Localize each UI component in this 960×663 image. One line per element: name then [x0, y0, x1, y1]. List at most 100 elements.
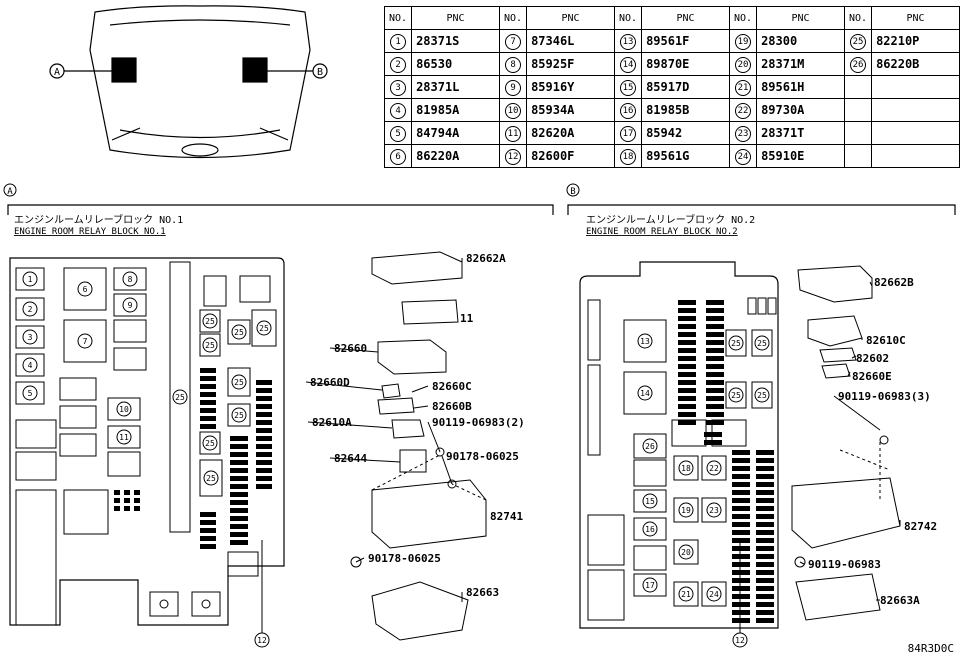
fuse-bar [756, 498, 774, 503]
pnc-number-badge: 3 [390, 79, 407, 96]
section-b-title-jp: エンジンルームリレーブロック NO.2 [586, 213, 755, 226]
relay-slot [623, 371, 667, 415]
callout-circle [642, 493, 658, 509]
pnc-no-cell: 16 [613, 98, 643, 122]
part-illustration [371, 479, 487, 549]
leader-line [851, 355, 857, 359]
pnc-code-cell [871, 121, 960, 145]
fuse-bar [230, 444, 248, 449]
fuse-bar [678, 348, 696, 353]
pnc-code-cell [871, 98, 960, 122]
relay-slot [169, 261, 191, 533]
fuse-bar [256, 420, 272, 425]
fuse-bar [706, 396, 724, 401]
fuse-bar [200, 376, 216, 381]
part-number-label: 82662B [874, 276, 914, 289]
pnc-no-cell: 13 [613, 29, 643, 53]
fuse-bar [200, 528, 216, 533]
fuse-bar [756, 538, 774, 543]
callout-number: 25 [259, 324, 269, 333]
fuse-bar [732, 618, 750, 623]
part-illustration [399, 449, 427, 473]
callout-circle [22, 329, 38, 345]
fuse-bar [732, 538, 750, 543]
fuse-bar [756, 578, 774, 583]
fuse-bar [200, 416, 216, 421]
header-no: NO. [383, 6, 413, 30]
car-marker-b: B [317, 67, 323, 78]
fuse-bar [756, 466, 774, 471]
fuse-bar [256, 428, 272, 433]
callout-number: 6 [83, 285, 88, 294]
fuse-bar [756, 594, 774, 599]
callout-circle [202, 337, 218, 353]
fuse-bar [732, 554, 750, 559]
part-illustration [391, 419, 425, 439]
callout-circle [22, 271, 38, 287]
relay-slot [63, 267, 107, 311]
part-number-label: 82663A [880, 594, 920, 607]
relay-slot [751, 381, 773, 409]
callout-number: 25 [175, 393, 185, 402]
part-number-label: 82662A [466, 252, 506, 265]
fuse-bar [678, 324, 696, 329]
callout-number: 4 [28, 361, 33, 370]
fuse-bar [678, 396, 696, 401]
fuse-bar [230, 516, 248, 521]
callout-number: 8 [128, 275, 133, 284]
relay-slot [63, 319, 107, 363]
leader-line [847, 371, 851, 377]
callout-circle [172, 389, 188, 405]
fuse-bar [134, 506, 140, 511]
pnc-code-cell: 28300 [756, 29, 845, 53]
fuse-bar [732, 474, 750, 479]
callout-circle [728, 335, 744, 351]
relay-slot [633, 573, 667, 597]
callout-number: 11 [119, 433, 129, 442]
relay-slot [633, 489, 667, 513]
relay-slot [701, 455, 727, 481]
fuse-bar [706, 308, 724, 313]
fuse-bar [704, 432, 722, 437]
relay-slot [227, 319, 251, 345]
connector-slot [191, 591, 221, 617]
fuse-bar [230, 524, 248, 529]
pnc-number-badge: 8 [505, 56, 522, 73]
fuse-bar [200, 392, 216, 397]
callout-number: 5 [28, 389, 33, 398]
relay-slot [767, 297, 777, 315]
part-number-label: 82644 [334, 452, 367, 465]
relay-slot [199, 309, 221, 333]
fuse-bar [756, 458, 774, 463]
relay-slot [673, 497, 699, 523]
relay-slot [59, 377, 97, 401]
pnc-code-cell: 89561F [641, 29, 730, 53]
pnc-number-badge: 13 [620, 33, 637, 50]
section-b-marker: B [570, 187, 575, 197]
part-number-label: 11 [460, 312, 474, 325]
fuse-bar [732, 570, 750, 575]
car-marker-a: A [54, 67, 60, 78]
leader-line [305, 381, 383, 391]
callout-circle [706, 586, 722, 602]
reference-code: 84R3D0C [907, 642, 954, 655]
section-a-title-en: ENGINE ROOM RELAY BLOCK NO.1 [14, 227, 166, 237]
relay-block-a-body [9, 257, 285, 626]
callout-circle [678, 502, 694, 518]
callout-circle [22, 301, 38, 317]
part-illustration [819, 347, 857, 363]
callout-number: 16 [645, 525, 655, 534]
callout-circle [116, 429, 132, 445]
callout-circle [22, 357, 38, 373]
leader-line [413, 405, 429, 409]
fuse-bar [732, 610, 750, 615]
fuse-bar [200, 512, 216, 517]
fuse-bar [678, 372, 696, 377]
callout-circle [116, 401, 132, 417]
callout-circle [637, 385, 653, 401]
leader-line [441, 455, 453, 485]
callout-number: 25 [234, 378, 244, 387]
relay-slot [113, 319, 147, 343]
